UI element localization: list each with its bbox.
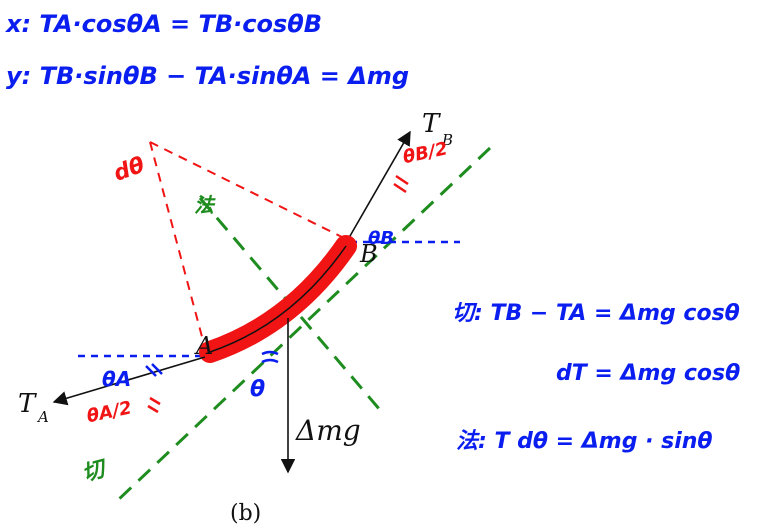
theta-b-label: θB <box>368 228 394 249</box>
tension-a-subscript: A <box>36 408 49 426</box>
theta-b-half-label: θB/2 <box>401 138 450 168</box>
tension-b-arrow <box>349 130 411 237</box>
tick-mark <box>145 365 157 377</box>
tension-b-symbol: T <box>422 109 441 139</box>
figure-caption: (b) <box>230 501 261 526</box>
tick-mark <box>393 182 407 194</box>
theta-a-half-label: θA/2 <box>85 397 134 427</box>
blue-horizontals <box>78 240 460 358</box>
red-construction-lines <box>149 141 349 349</box>
theta-a-label: θA <box>102 367 131 391</box>
tick-mark <box>147 404 159 414</box>
dtheta-label: dθ <box>111 153 149 187</box>
blue-angle-marks <box>145 350 279 377</box>
rope-element-curve <box>209 245 347 353</box>
red-tick-marks <box>147 174 409 414</box>
point-a-label: A <box>194 332 213 360</box>
tension-b-subscript: B <box>441 131 453 149</box>
y-equation: y: TB·sinθB − TA·sinθA = Δmg <box>6 62 409 90</box>
tension-a-symbol: T <box>18 389 37 419</box>
red-dashed-line-apex-b <box>149 141 349 241</box>
tick-mark <box>261 350 279 356</box>
tick-mark <box>261 358 279 364</box>
fa-label: 法 <box>194 193 216 217</box>
tick-mark <box>395 174 409 186</box>
x-equation: x: TA·cosθA = TB·cosθB <box>5 10 322 38</box>
normal-equation: 法: T dθ = Δmg · sinθ <box>456 429 713 454</box>
weight-label: Δmg <box>295 414 361 447</box>
tick-mark <box>149 396 161 406</box>
rope-element-highlight <box>199 235 357 363</box>
theta-label: θ <box>250 377 265 402</box>
tangent-result: dT = Δmg cosθ <box>556 361 740 386</box>
tension-a-arrow <box>52 356 206 406</box>
red-dashed-line-apex-a <box>149 141 206 349</box>
tangent-equation: 切: TB − TA = Δmg cosθ <box>452 301 740 326</box>
tick-mark <box>151 363 163 375</box>
point-b-label: B <box>359 240 378 268</box>
qie-label: 切 <box>79 456 111 487</box>
green-construction-lines <box>116 146 492 502</box>
green-dashed-tangent <box>116 146 492 502</box>
